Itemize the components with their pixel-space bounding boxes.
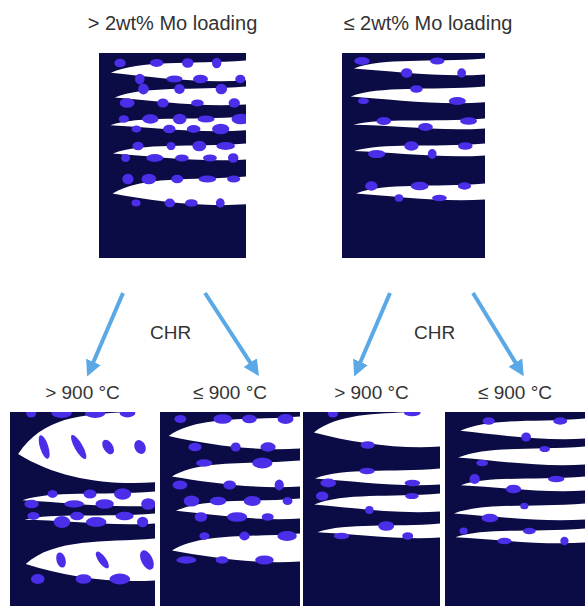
panel-heading: ≤ 2wt% Mo loading — [318, 12, 538, 35]
process-arrow — [473, 293, 520, 370]
catalyst-panel — [342, 53, 490, 258]
catalyst-panel — [445, 412, 585, 606]
catalyst-panel-node: > 2wt% Mo loading — [60, 12, 285, 258]
process-arrow — [205, 293, 255, 370]
catalyst-panel-node: > 900 °C — [10, 382, 155, 606]
catalyst-panel — [10, 408, 160, 606]
panel-heading: ≤ 900 °C — [160, 382, 300, 404]
process-arrow — [90, 293, 123, 370]
catalyst-panel — [99, 53, 251, 258]
panel-heading: > 900 °C — [303, 382, 440, 404]
panel-heading: > 900 °C — [10, 382, 155, 404]
catalyst-panel-node: > 900 °C — [303, 382, 440, 606]
catalyst-panel-node: ≤ 2wt% Mo loading — [318, 12, 538, 258]
catalyst-panel — [160, 412, 305, 606]
process-arrow — [357, 293, 390, 370]
catalyst-panel-node: ≤ 900 °C — [160, 382, 300, 606]
panel-heading: > 2wt% Mo loading — [60, 12, 285, 35]
panel-heading: ≤ 900 °C — [445, 382, 585, 404]
catalyst-panel-node: ≤ 900 °C — [445, 382, 585, 606]
process-label: CHR — [150, 322, 191, 344]
catalyst-panel — [303, 408, 445, 606]
process-label: CHR — [414, 322, 455, 344]
